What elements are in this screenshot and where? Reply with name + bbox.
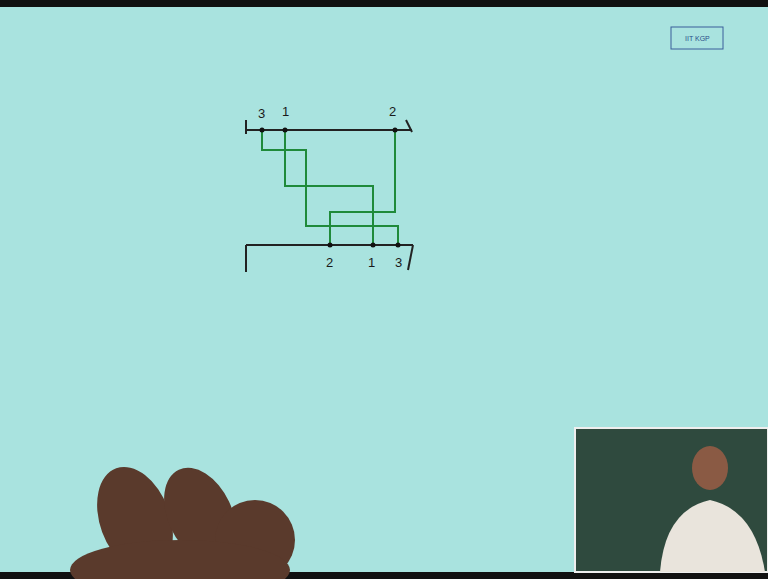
pin-number: 2 [389,105,396,118]
logo-text: IIT KGP [685,35,710,42]
pin-number: 1 [282,105,289,118]
pin-number: 2 [326,256,333,269]
pin-number: 1 [368,256,375,269]
pin-number: 3 [395,256,402,269]
pin-number: 3 [258,107,265,120]
